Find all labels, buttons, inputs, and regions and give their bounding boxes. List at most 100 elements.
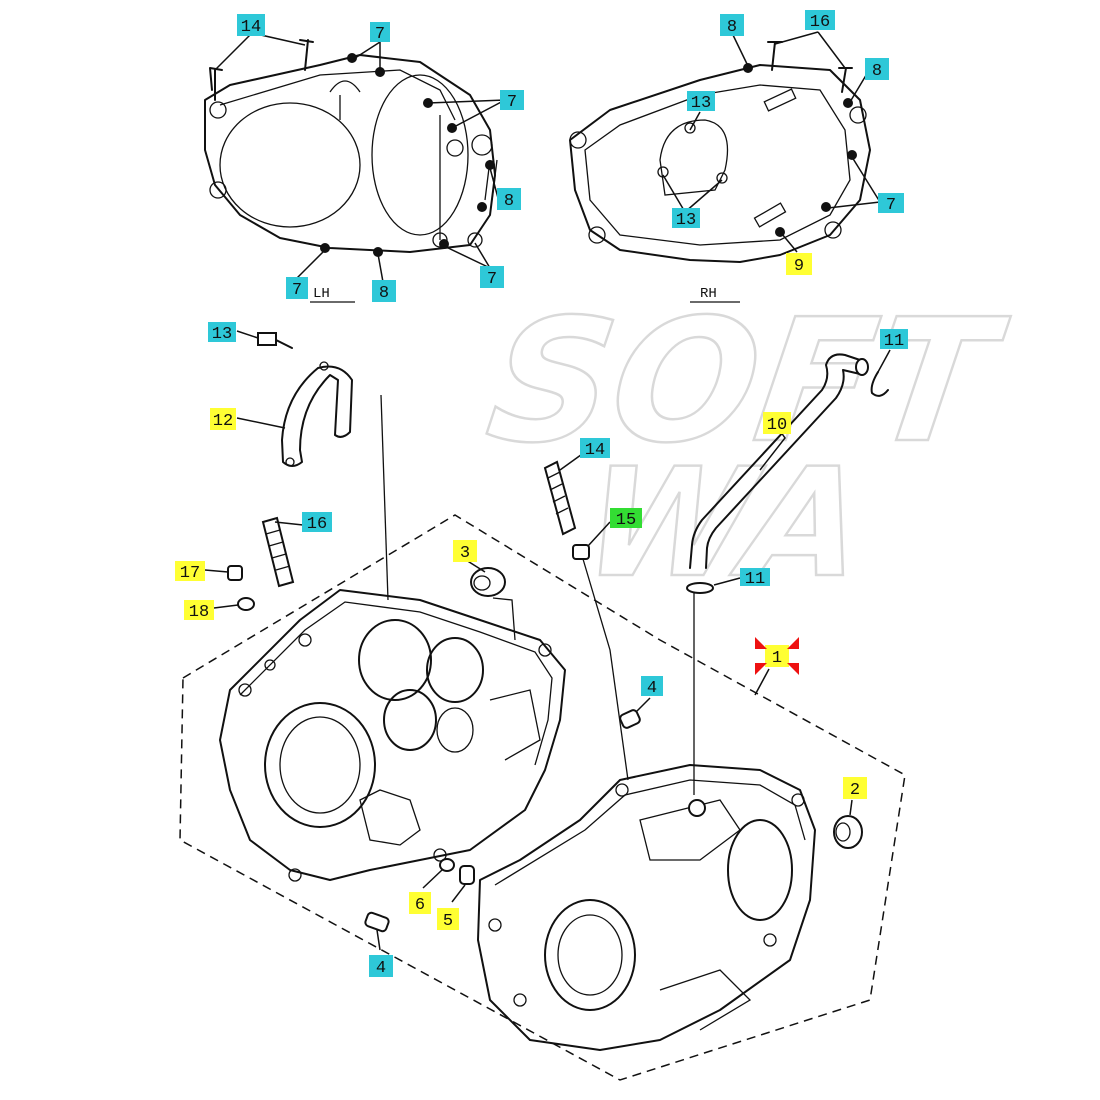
callout-box (237, 14, 265, 36)
callout-box (437, 908, 459, 930)
part-callout-8: 8 (720, 14, 744, 37)
callout-number: 3 (460, 544, 470, 563)
callout-number: 5 (443, 912, 453, 931)
callout-number: 12 (213, 412, 233, 431)
part-callout-6: 6 (409, 892, 431, 915)
part-callout-10: 10 (763, 412, 791, 435)
part-callout-8: 8 (497, 188, 521, 211)
part-callout-15: 15 (610, 508, 642, 530)
bolt-13 (236, 330, 293, 349)
callout-number: 8 (379, 284, 389, 303)
callout-number: 13 (212, 325, 232, 344)
callout-box (184, 600, 214, 620)
callout-number: 4 (647, 679, 657, 698)
callout-number: 8 (872, 62, 882, 81)
part-callout-4: 4 (641, 676, 663, 698)
callout-number: 17 (180, 564, 200, 583)
red-marker-arrow (787, 663, 799, 675)
callout-box (500, 90, 524, 110)
part-callout-16: 16 (805, 10, 835, 32)
part-callout-1: 1 (754, 637, 799, 696)
rh-side-label: RH (700, 286, 717, 302)
callout-number: 11 (884, 332, 904, 351)
callout-box (370, 22, 390, 42)
watermark-line1: SOFT (477, 283, 1015, 481)
callout-number: 13 (676, 211, 696, 230)
callout-box (210, 408, 236, 430)
callout-box (641, 676, 663, 696)
plate-12 (236, 361, 353, 467)
callout-number: 7 (292, 281, 302, 300)
callout-number: 1 (772, 649, 782, 668)
part-callout-17: 17 (175, 561, 205, 583)
callout-box (175, 561, 205, 581)
rh-dowel-dots (743, 63, 857, 237)
callout-number: 14 (585, 441, 605, 460)
part-callout-13: 13 (687, 91, 715, 113)
callout-box (740, 568, 770, 586)
stud-14 (543, 451, 586, 536)
callout-box (720, 14, 744, 36)
nut-15 (572, 521, 611, 560)
part-callout-2: 2 (843, 777, 867, 800)
callout-number: 2 (850, 781, 860, 800)
part-callout-11: 11 (740, 568, 770, 589)
dowel-17 (204, 565, 243, 581)
callout-box (610, 508, 642, 528)
dashed-assembly-outline (179, 514, 906, 1081)
callout-number: 6 (415, 896, 425, 915)
clamp-11-bottom (686, 577, 741, 594)
callout-number: 10 (767, 416, 787, 435)
part-callout-14: 14 (237, 14, 265, 37)
callout-box (865, 58, 889, 80)
part-callout-13: 13 (672, 208, 700, 230)
part-callout-14: 14 (580, 438, 610, 460)
part-callout-7: 7 (500, 90, 524, 112)
red-marker-arrow (787, 637, 799, 649)
dowel-5 (451, 865, 475, 903)
part-callout-18: 18 (184, 600, 214, 622)
dowel-4a (619, 697, 651, 729)
lh-leader-lines (214, 32, 506, 283)
callout-number: 13 (691, 94, 711, 113)
callout-number: 7 (507, 93, 517, 112)
callout-number: 7 (487, 270, 497, 289)
part-callout-8: 8 (865, 58, 889, 81)
rh-crankcase-cover: RH (569, 41, 871, 303)
part-callout-11: 11 (880, 329, 908, 351)
left-crankcase-half (219, 589, 566, 882)
callout-number: 4 (376, 959, 386, 978)
callout-box (805, 10, 835, 30)
callout-box (786, 253, 812, 275)
callout-number: 16 (307, 515, 327, 534)
hose-10 (689, 353, 869, 569)
watermark: SOFT WA (476, 282, 1017, 613)
bearing-3 (465, 559, 506, 597)
callout-number: 11 (745, 570, 765, 589)
washer-6 (422, 858, 455, 889)
part-callout-7: 7 (878, 193, 904, 215)
part-callout-16: 16 (302, 512, 332, 534)
part-callout-12: 12 (210, 408, 236, 431)
callout-number: 7 (375, 25, 385, 44)
callout-box (286, 277, 308, 299)
washer-18 (213, 597, 255, 611)
callout-box (208, 322, 236, 342)
callout-leader (754, 668, 770, 696)
lh-crankcase-cover: LH (204, 39, 498, 303)
callout-box (880, 329, 908, 349)
dowel-4b (364, 911, 390, 951)
callout-box (580, 438, 610, 458)
red-marker-arrow (755, 663, 767, 675)
clamp-11-top (870, 349, 891, 397)
part-callout-9: 9 (786, 253, 812, 276)
lh-side-label: LH (313, 286, 330, 302)
part-callout-7: 7 (480, 266, 504, 289)
stud-16 (261, 516, 304, 588)
callout-number: 8 (727, 18, 737, 37)
callout-box (497, 188, 521, 210)
callout-box (453, 540, 477, 562)
callout-box (369, 955, 393, 977)
